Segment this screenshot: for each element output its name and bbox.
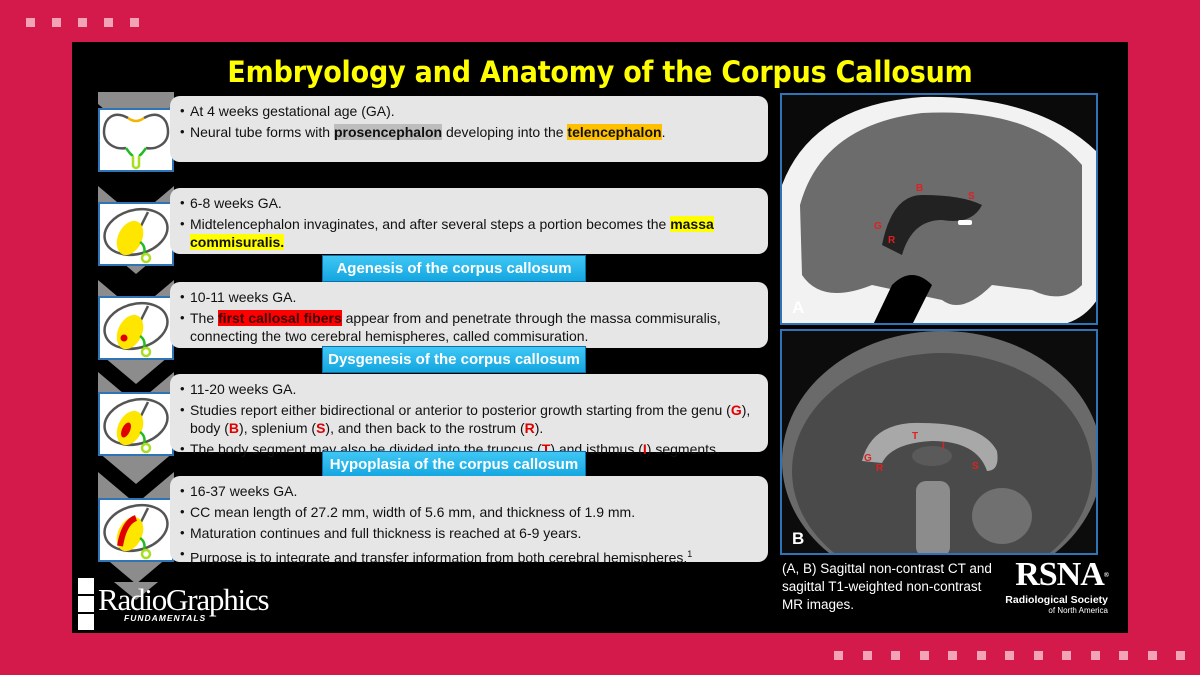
step-1-bullet-2: Neural tube forms with prosencephalon de… — [180, 123, 754, 141]
ct-mark-s: S — [968, 191, 975, 202]
banner-agenesis: Agenesis of the corpus callosum — [322, 255, 586, 282]
step-11-20-weeks: 11-20 weeks GA. Studies report either bi… — [170, 374, 768, 458]
step-4-weeks: At 4 weeks gestational age (GA). Neural … — [170, 96, 768, 162]
step-4-bullet-1: 11-20 weeks GA. — [180, 380, 754, 398]
image-label-a: A — [792, 298, 805, 317]
mr-mark-i: I — [942, 441, 945, 452]
decorative-dots-bottom — [834, 651, 1185, 660]
ct-mark-g: G — [874, 221, 882, 232]
mr-mark-s: S — [972, 461, 979, 472]
banner-dysgenesis: Dysgenesis of the corpus callosum — [322, 346, 586, 373]
term-telencephalon: telencephalon — [567, 124, 662, 140]
step-5-bullet-3: Maturation continues and full thickness … — [180, 524, 754, 542]
first-callosal-fibers-icon — [98, 296, 174, 360]
slide-title: Embryology and Anatomy of the Corpus Cal… — [227, 55, 973, 89]
step-5-bullet-1: 16-37 weeks GA. — [180, 482, 754, 500]
sagittal-mr-image — [782, 331, 1096, 553]
step-1-bullet-1: At 4 weeks gestational age (GA). — [180, 102, 754, 120]
image-caption: (A, B) Sagittal non-contrast CT and sagi… — [782, 561, 992, 612]
banner-hypoplasia: Hypoplasia of the corpus callosum — [322, 451, 586, 478]
ct-mark-b: B — [916, 183, 924, 194]
callosal-growth-icon — [98, 392, 174, 456]
mr-image-panel: T I G R S B — [780, 329, 1098, 555]
image-label-b: B — [792, 529, 805, 548]
ct-image-panel: B S G R A — [780, 93, 1098, 325]
term-first-callosal-fibers: first callosal fibers — [218, 310, 342, 326]
step-6-8-weeks: 6-8 weeks GA. Midtelencephalon invaginat… — [170, 188, 768, 254]
step-2-bullet-2: Midtelencephalon invaginates, and after … — [180, 215, 754, 251]
step-3-bullet-2: The first callosal fibers appear from an… — [180, 309, 754, 345]
step-2-bullet-1: 6-8 weeks GA. — [180, 194, 754, 212]
step-16-37-weeks: 16-37 weeks GA. CC mean length of 27.2 m… — [170, 476, 768, 566]
slide: Embryology and Anatomy of the Corpus Cal… — [72, 42, 1128, 633]
step-5-bullet-4: Purpose is to integrate and transfer inf… — [180, 545, 754, 567]
mr-mark-r: R — [876, 463, 884, 474]
step-10-11-weeks: 10-11 weeks GA. The first callosal fiber… — [170, 282, 768, 348]
step-4-bullet-2: Studies report either bidirectional or a… — [180, 401, 754, 437]
mr-mark-t: T — [912, 431, 919, 442]
neural-tube-icon — [98, 108, 174, 172]
sagittal-ct-image — [782, 95, 1096, 323]
mature-corpus-callosum-icon — [98, 498, 174, 562]
mr-mark-g: G — [864, 453, 872, 464]
footnote-1: 1 — [687, 549, 693, 559]
term-prosencephalon: prosencephalon — [333, 124, 443, 140]
decorative-dots-top — [26, 18, 139, 27]
step-5-bullet-2: CC mean length of 27.2 mm, width of 5.6 … — [180, 503, 754, 521]
ct-mark-r: R — [888, 235, 896, 246]
rsna-logo: RSNA® Radiological Society of North Amer… — [1005, 556, 1109, 616]
massa-commisuralis-icon — [98, 202, 174, 266]
step-3-bullet-1: 10-11 weeks GA. — [180, 288, 754, 306]
